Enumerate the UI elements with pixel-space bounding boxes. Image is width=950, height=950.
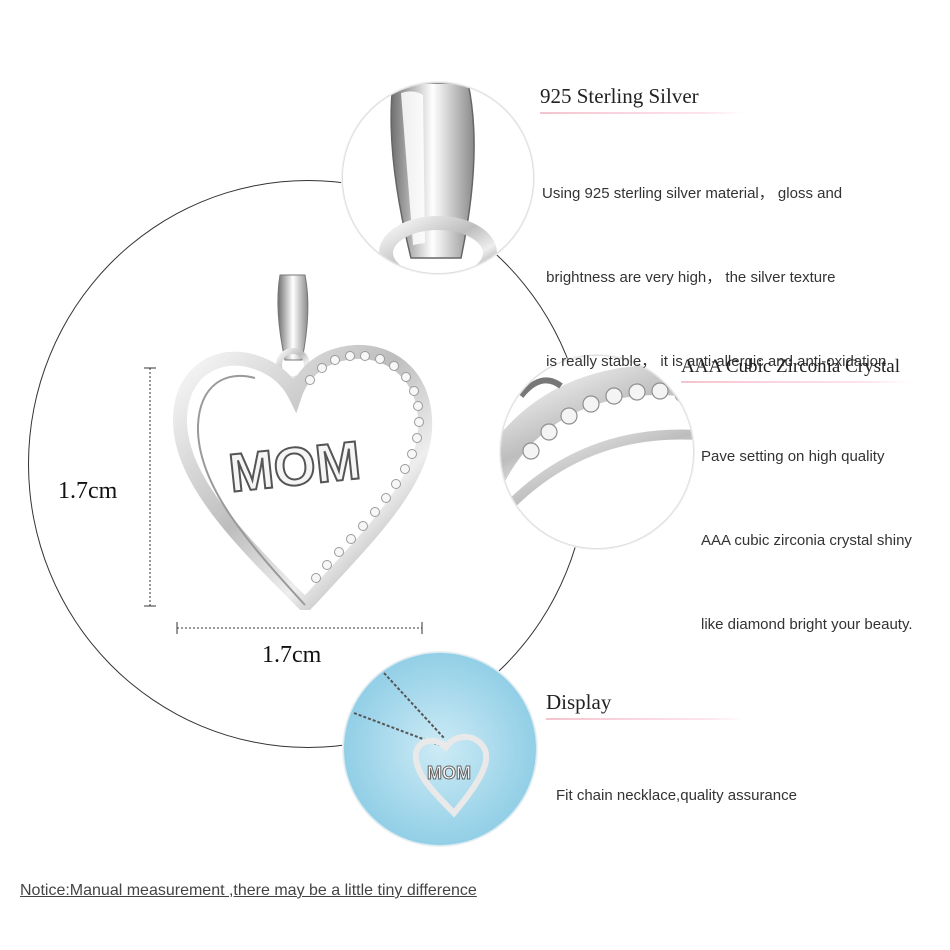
title-underline bbox=[681, 381, 911, 383]
height-label: 1.7cm bbox=[58, 478, 118, 504]
feature-desc-cubic-zirconia: Pave setting on high quality AAA cubic z… bbox=[701, 387, 913, 667]
feature-title-cubic-zirconia: AAA Cubic Zirconia Crystal bbox=[681, 356, 900, 377]
feature-desc-display: Fit chain necklace,quality assurance bbox=[556, 726, 797, 838]
desc-line: brightness are very high， the silver tex… bbox=[542, 269, 836, 286]
width-dimension-line bbox=[176, 622, 423, 634]
heart-frame bbox=[172, 344, 433, 610]
height-dimension-line bbox=[144, 367, 156, 607]
display-photo: MOM bbox=[343, 652, 537, 846]
crystal-closeup-image bbox=[500, 355, 694, 549]
feature-desc-sterling-silver: Using 925 sterling silver material， glos… bbox=[542, 124, 886, 404]
desc-line: is really stable， it is anti-allergic an… bbox=[542, 353, 887, 370]
heart-pendant-image: MOM bbox=[172, 274, 433, 610]
title-underline bbox=[540, 112, 745, 114]
measurement-notice: Notice:Manual measurement ,there may be … bbox=[20, 882, 477, 899]
width-label: 1.7cm bbox=[262, 642, 322, 668]
title-underline bbox=[546, 718, 746, 720]
desc-line: like diamond bright your beauty. bbox=[701, 616, 913, 633]
svg-text:MOM: MOM bbox=[427, 763, 471, 783]
desc-line: Pave setting on high quality bbox=[701, 448, 885, 465]
crystal-pave bbox=[305, 351, 424, 583]
feature-title-sterling-silver: 925 Sterling Silver bbox=[540, 84, 699, 108]
desc-line: AAA cubic zirconia crystal shiny bbox=[701, 532, 912, 549]
bail-closeup-image bbox=[342, 82, 534, 274]
desc-line: Using 925 sterling silver material， glos… bbox=[542, 185, 843, 202]
feature-title-display: Display bbox=[546, 690, 612, 714]
bail bbox=[277, 274, 309, 361]
pendant-mom-text: MOM bbox=[226, 430, 364, 503]
desc-line: Fit chain necklace,quality assurance bbox=[556, 787, 797, 804]
